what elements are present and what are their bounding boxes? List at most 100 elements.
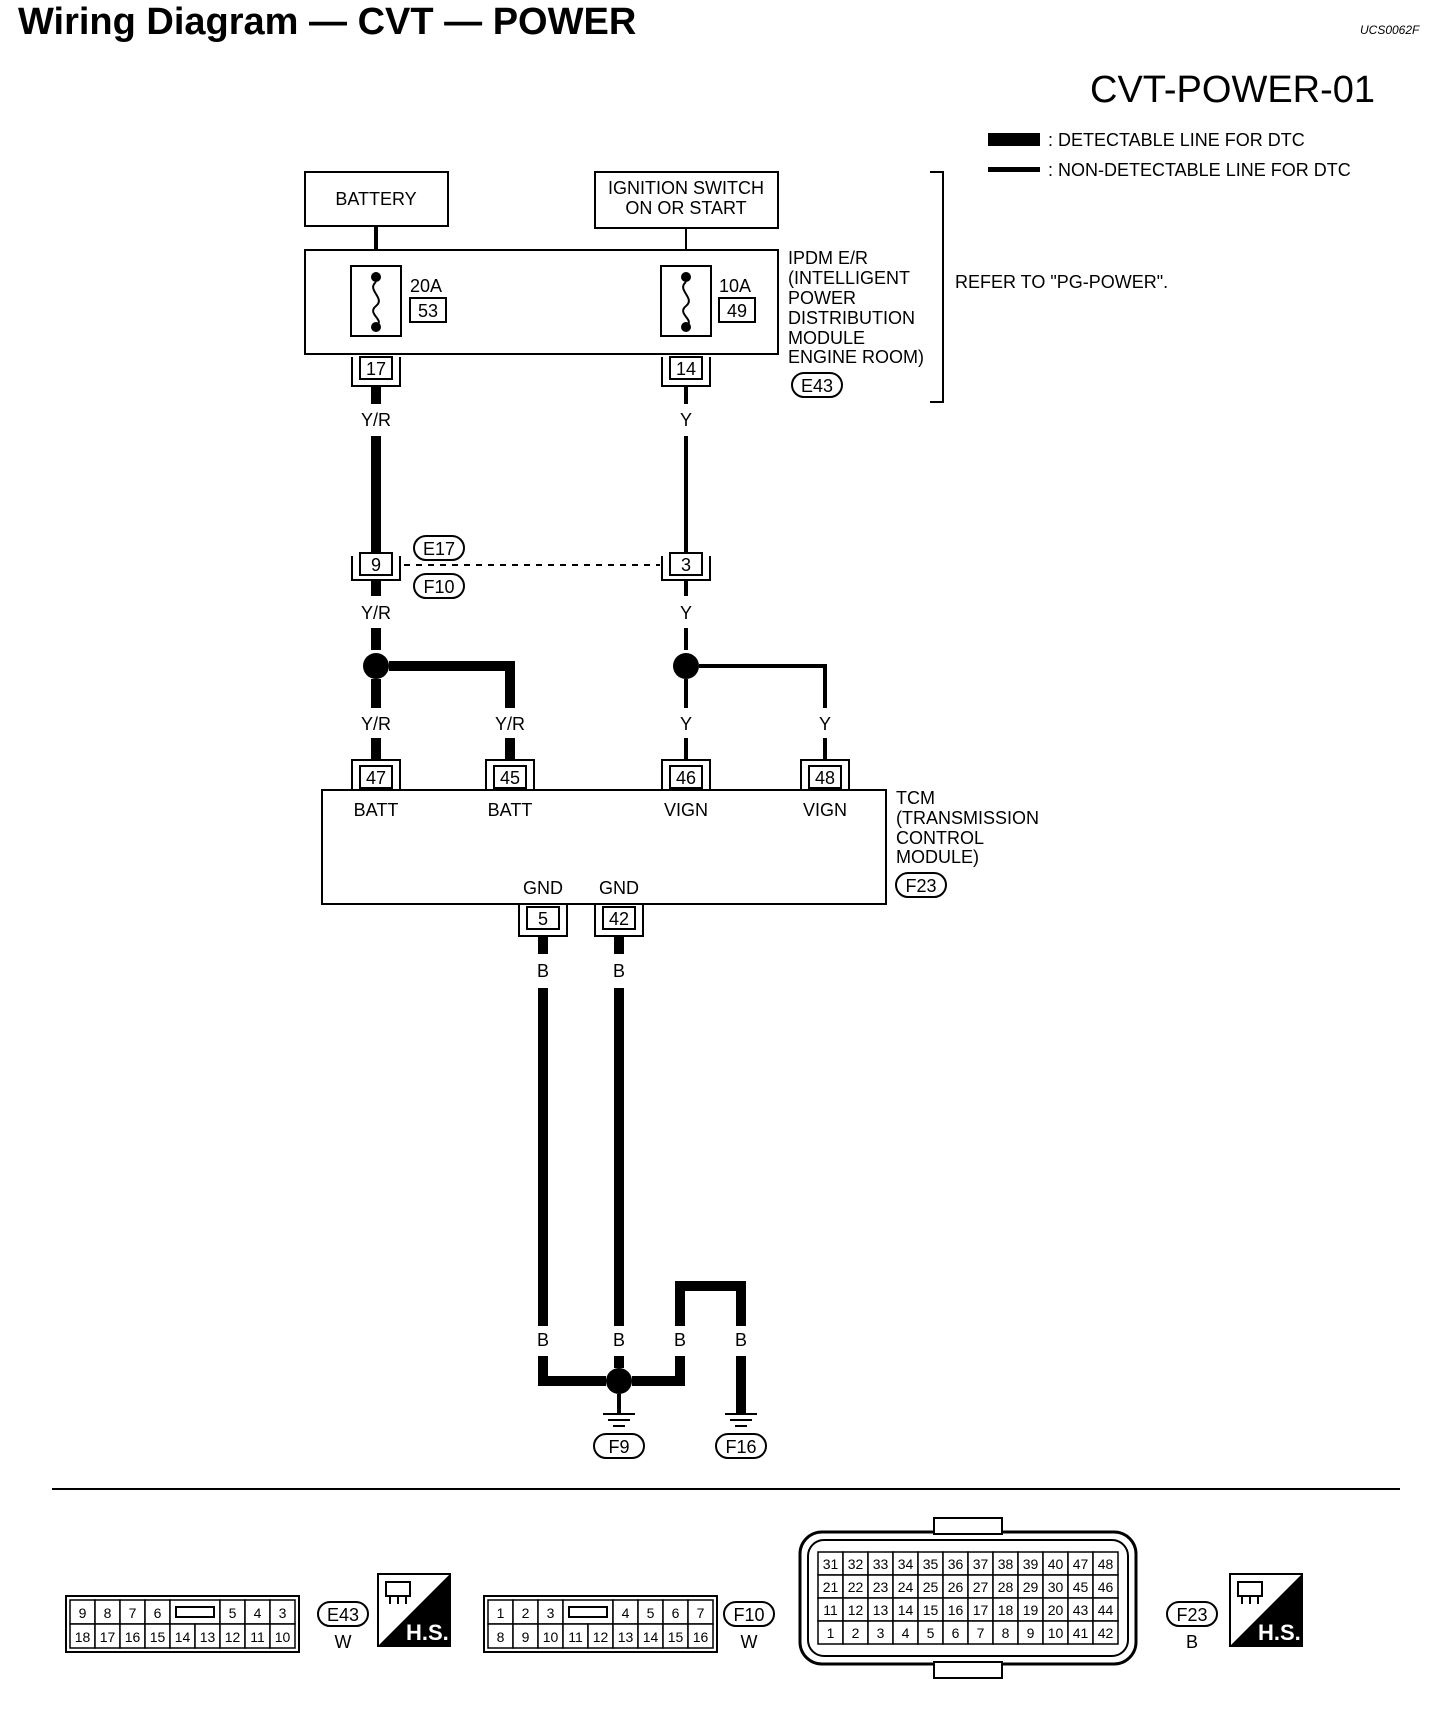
connector-pin-number: 24	[898, 1579, 914, 1595]
connector-pin-number: 1	[827, 1625, 835, 1641]
connector-key-slot	[169, 1599, 221, 1625]
ignition-switch-box	[594, 171, 779, 229]
legend-non-detectable-text: : NON-DETECTABLE LINE FOR DTC	[1048, 160, 1351, 180]
connector-pin-number: 16	[948, 1602, 964, 1618]
joint-pin-9: 9	[371, 555, 381, 575]
ground-symbol-f9: F9	[593, 1413, 645, 1459]
wire-color-yr-2: Y/R	[361, 603, 391, 623]
legend-thin-swatch	[988, 167, 1040, 172]
connector-f23-tag: F23 B	[1166, 1601, 1218, 1652]
connector-pin-number: 27	[973, 1579, 989, 1595]
connector-pin-number: 7	[977, 1625, 985, 1641]
connector-pin-cell	[144, 1599, 171, 1625]
ipdm-name-line-5: MODULE	[788, 328, 865, 348]
connector-pin-number: 13	[618, 1629, 634, 1645]
connector-pin-number: 11	[823, 1602, 838, 1618]
tcm-pin-45: 45 BATT	[485, 759, 535, 820]
legend-detectable-text: : DETECTABLE LINE FOR DTC	[1048, 130, 1305, 150]
connector-pin-number: 32	[848, 1556, 864, 1572]
connector-pin-number: 14	[898, 1602, 914, 1618]
connector-pin-number: 17	[100, 1629, 116, 1645]
connector-pin-number: 18	[998, 1602, 1014, 1618]
connector-pin-number: 9	[79, 1605, 87, 1621]
connector-pin-number: 13	[873, 1602, 889, 1618]
connector-pin-number: 15	[668, 1629, 684, 1645]
refer-note: REFER TO "PG-POWER".	[955, 272, 1168, 292]
ignition-switch-label-1: IGNITION SWITCH	[608, 178, 764, 198]
connector-pin-number: 8	[104, 1605, 112, 1621]
connector-pin-cell	[637, 1623, 664, 1649]
connector-pin-cell	[219, 1623, 246, 1649]
tcm-pin-46-function: VIGN	[664, 800, 708, 820]
connector-pin-number: 11	[250, 1629, 265, 1645]
connector-pin-number: 41	[1073, 1625, 1089, 1641]
connector-pin-number: 21	[823, 1579, 839, 1595]
tcm-name-line-3: CONTROL	[896, 828, 984, 848]
connector-pin-number: 44	[1098, 1602, 1114, 1618]
splice-y	[673, 653, 699, 679]
connector-pin-number: 4	[254, 1605, 262, 1621]
connector-pin-number: 15	[150, 1629, 166, 1645]
tcm-name-line-1: TCM	[896, 788, 935, 808]
connector-pin-number: 15	[923, 1602, 939, 1618]
harness-plug-icon	[385, 1581, 411, 1604]
connector-pin-cell	[94, 1623, 121, 1649]
connector-pin-number: 34	[898, 1556, 914, 1572]
tcm-pin-42: GND 42	[594, 878, 644, 937]
connector-pin-number: 31	[823, 1556, 839, 1572]
wire-color-y-3: Y	[680, 714, 692, 734]
connector-pin-number: 35	[923, 1556, 939, 1572]
ipdm-name-line-3: POWER	[788, 288, 856, 308]
tcm-name-line-4: MODULE)	[896, 847, 979, 867]
tcm-name-line-2: (TRANSMISSION	[896, 808, 1039, 828]
fuse-10a: 10A 49	[660, 265, 756, 337]
hs-label-1: H.S.	[406, 1620, 449, 1645]
connector-key	[568, 1606, 608, 1618]
connector-f10-color: W	[741, 1632, 758, 1652]
connector-pin-cell	[269, 1599, 296, 1625]
connector-pin-number: 12	[225, 1629, 241, 1645]
splice-yr	[363, 653, 389, 679]
tcm-box	[321, 789, 887, 905]
hs-badge-2: H.S.	[1229, 1573, 1303, 1647]
connector-pin-number: 25	[923, 1579, 939, 1595]
ipdm-pin-14-label: 14	[676, 359, 696, 379]
connector-pin-number: 7	[129, 1605, 137, 1621]
connector-f23-id: F23	[1176, 1605, 1207, 1625]
joint-connector: 9 3 E17 F10	[351, 535, 711, 599]
connector-f10-tag: F10 W	[723, 1601, 775, 1652]
connector-pin-number: 3	[547, 1605, 555, 1621]
connector-pin-number: 17	[973, 1602, 989, 1618]
legend-thick-swatch	[988, 133, 1040, 146]
harness-plug-icon	[1237, 1581, 1263, 1604]
ipdm-pin-17: 17	[351, 356, 401, 387]
ipdm-name-line-6: ENGINE ROOM)	[788, 347, 924, 367]
connector-pin-number: 12	[848, 1602, 864, 1618]
connector-pin-number: 13	[200, 1629, 216, 1645]
wire-color-b-2: B	[613, 961, 625, 981]
tcm-pin-47-function: BATT	[354, 800, 399, 820]
page-title: Wiring Diagram — CVT — POWER	[18, 1, 636, 43]
connector-housing-inner	[807, 1539, 1129, 1657]
connector-pin-number: 38	[998, 1556, 1014, 1572]
tcm-pin-47-number: 47	[366, 768, 386, 788]
fuse-20a-number: 53	[418, 301, 438, 321]
connector-pin-number: 30	[1048, 1579, 1064, 1595]
joint-connector-f10: F10	[423, 577, 454, 597]
connector-pin-number: 7	[697, 1605, 705, 1621]
connector-pin-number: 1	[497, 1605, 505, 1621]
ipdm-pin-17-label: 17	[366, 359, 386, 379]
connector-pin-number: 5	[647, 1605, 655, 1621]
tcm-pin-45-function: BATT	[488, 800, 533, 820]
tcm-pin-47: 47 BATT	[351, 759, 401, 820]
tcm-pin-48: 48 VIGN	[800, 759, 850, 820]
ipdm-pin-14: 14	[661, 356, 711, 387]
hs-badge-1: H.S.	[377, 1573, 451, 1647]
connector-pin-cell	[144, 1623, 171, 1649]
wire-color-yr-3: Y/R	[361, 714, 391, 734]
wire-color-yr-1: Y/R	[361, 410, 391, 430]
connector-key-slot	[562, 1599, 614, 1625]
connector-pin-number: 11	[568, 1629, 583, 1645]
wire-color-y-1: Y	[680, 410, 692, 430]
